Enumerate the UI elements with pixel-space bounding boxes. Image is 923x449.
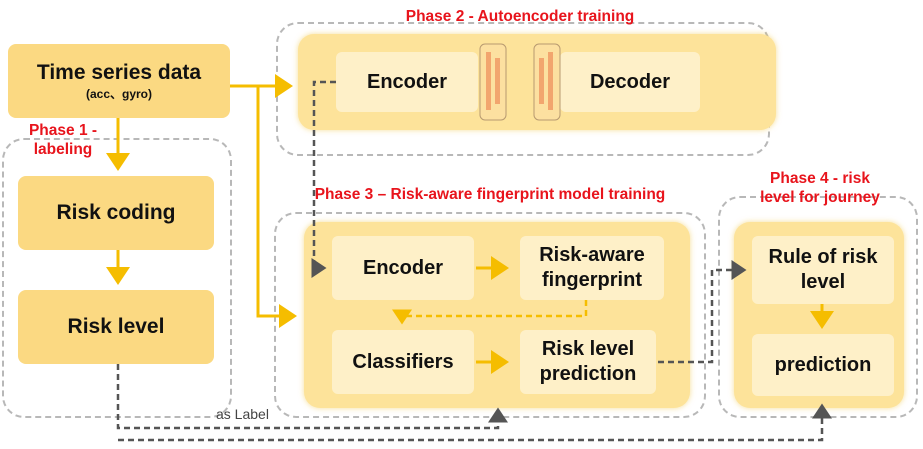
time-series-data-title: Time series data (36, 61, 202, 85)
time-series-data-subtitle: (acc、gyro) (85, 86, 153, 101)
phase3-encoder-box: Encoder (332, 236, 474, 300)
classifiers-box: Classifiers (332, 330, 474, 394)
phase1-label: Phase 1 - labeling (28, 122, 98, 158)
phase4-label: Phase 4 - risk level for journey (760, 170, 880, 206)
phase3-label: Phase 3 – Risk-aware fingerprint model t… (314, 186, 666, 203)
phase2-encoder-box: Encoder (336, 52, 478, 112)
latent-layers-icon (479, 43, 561, 121)
phase2-decoder-box: Decoder (560, 52, 700, 112)
risk-level-box: Risk level (18, 290, 214, 364)
rule-of-risk-level-box: Rule of risk level (752, 236, 894, 304)
fingerprint-box: Risk-aware fingerprint (520, 236, 664, 300)
time-series-data-box: Time series data (acc、gyro) (8, 44, 230, 118)
fingerprint-to-classifier-arrow (392, 300, 588, 325)
solid-arrows (106, 74, 834, 374)
risk-level-prediction-box: Risk level prediction (520, 330, 656, 394)
dashed-arrows (116, 80, 832, 442)
risk-coding-box: Risk coding (18, 176, 214, 250)
journey-prediction-box: prediction (752, 334, 894, 396)
phase2-label: Phase 2 - Autoencoder training (405, 8, 635, 25)
as-label-annotation: as Label (216, 406, 269, 422)
